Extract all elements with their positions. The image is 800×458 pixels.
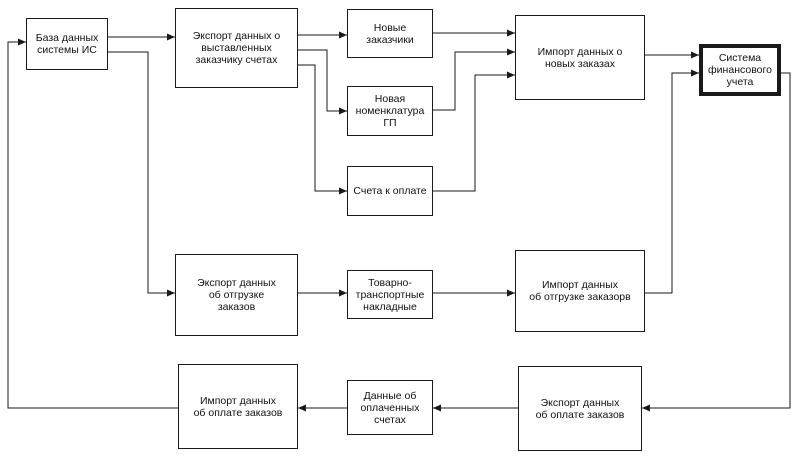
- arrowhead-invoices_to_pay-to-import_new_orders: [507, 71, 515, 79]
- connector-fin_system-to-export_payment: [642, 72, 791, 409]
- connector-db-to-export_shipment: [108, 51, 175, 294]
- arrowhead-db-to-export_invoices: [167, 33, 175, 41]
- node-db: База данных системы ИС: [26, 18, 108, 70]
- arrowhead-waybills-to-import_shipment: [507, 289, 515, 297]
- node-fin-system: Система финансового учета: [699, 44, 781, 96]
- node-import-payment: Импорт данных об оплате заказов: [178, 364, 298, 449]
- arrowhead-db-to-export_shipment: [167, 289, 175, 297]
- arrowhead-export_invoices-to-invoices_to_pay: [339, 187, 347, 195]
- node-import-new-orders: Импорт данных о новых заказах: [515, 15, 645, 100]
- node-waybills: Товарно- транспортные накладные: [347, 270, 433, 319]
- arrowhead-import_payment-to-db: [18, 38, 26, 46]
- arrowhead-import_new_orders-to-fin_system: [691, 51, 699, 59]
- connector-import_payment-to-db: [7, 41, 178, 409]
- arrowhead-export_shipment-to-waybills: [339, 289, 347, 297]
- arrowhead-fin_system-to-export_payment: [642, 404, 650, 412]
- connector-export_invoices-to-invoices_to_pay: [298, 64, 347, 192]
- connector-invoices_to_pay-to-import_new_orders: [433, 74, 515, 192]
- arrowhead-new_customers-to-import_new_orders: [507, 29, 515, 37]
- node-import-shipment: Импорт данных об отгрузке заказорв: [515, 250, 645, 332]
- node-export-payment: Экспорт данных об оплате заказов: [518, 366, 642, 451]
- connector-import_shipment-to-fin_system: [645, 72, 699, 294]
- arrowhead-export_invoices-to-new_nomenclature: [339, 107, 347, 115]
- node-new-nomenclature: Новая номенклатура ГП: [347, 86, 433, 136]
- arrowhead-new_nomenclature-to-import_new_orders: [507, 48, 515, 56]
- node-new-customers: Новые заказчики: [347, 9, 433, 58]
- connector-new_nomenclature-to-import_new_orders: [433, 51, 515, 111]
- node-paid-invoices: Данные об оплаченных счетах: [347, 380, 433, 435]
- node-invoices-to-pay: Счета к оплате: [347, 166, 433, 216]
- arrowhead-export_payment-to-paid_invoices: [433, 404, 441, 412]
- arrowhead-paid_invoices-to-import_payment: [298, 404, 306, 412]
- arrowhead-export_invoices-to-new_customers: [339, 31, 347, 39]
- node-export-invoices: Экспорт данных о выставленных заказчику …: [175, 8, 298, 88]
- arrowhead-import_shipment-to-fin_system: [691, 69, 699, 77]
- node-export-shipment: Экспорт данных об отгрузке заказов: [175, 254, 298, 336]
- connector-export_invoices-to-new_nomenclature: [298, 49, 347, 112]
